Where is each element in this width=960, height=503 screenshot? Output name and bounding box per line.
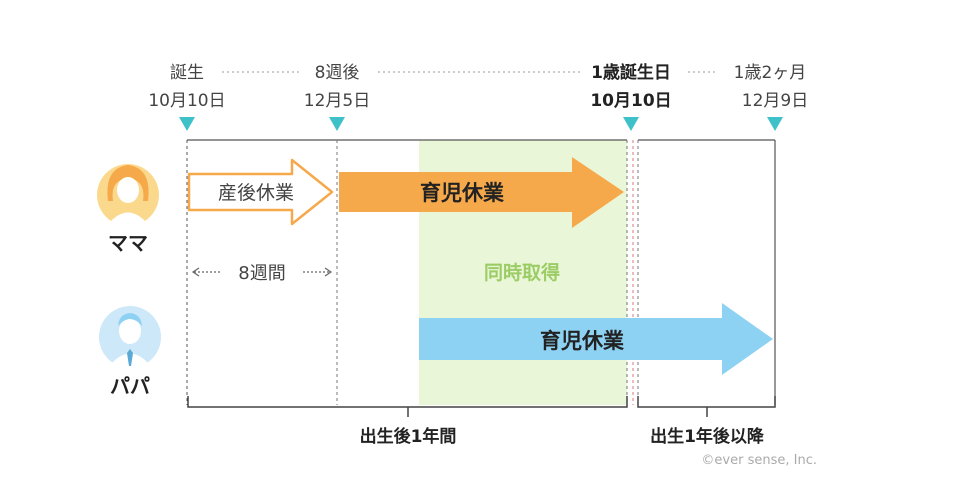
timeline-point-14months-label: 1歳2ヶ月 [734,63,807,83]
span-arrowhead-left [191,267,200,277]
period-after-label: 出生1年後以降 [650,426,765,447]
marker-1st-birthday [623,117,639,131]
papa-avatar [99,306,161,368]
mama-span-label: 8週間 [238,263,285,284]
timeline-point-1st-birthday-date: 10月10日 [590,91,671,111]
papa-label: パパ [110,374,150,398]
mama-postpartum-arrow [187,158,334,226]
timeline-point-birth-label: 誕生 [170,63,204,83]
mama-leave-arrow [339,157,624,228]
marker-8weeks [329,117,345,131]
period-first-year-label: 出生後1年間 [360,426,457,447]
marker-birth [179,117,195,131]
papa-leave-label: 育児休業 [540,329,625,353]
timeline-point-14months-date: 12月9日 [742,91,808,111]
mama-postpartum-label: 産後休業 [218,182,294,204]
mama-label: ママ [108,231,148,255]
span-arrowhead-right [324,267,333,277]
timeline-point-8weeks-date: 12月5日 [304,91,370,111]
timeline-point-birth-date: 10月10日 [148,91,225,111]
marker-14months [767,117,783,131]
overlap-label: 同時取得 [484,261,560,284]
copyright: ©ever sense, Inc. [701,453,817,468]
mama-leave-label: 育児休業 [420,181,505,205]
timeline-point-1st-birthday-label: 1歳誕生日 [591,62,671,83]
papa-leave-arrow [419,303,773,375]
period-bracket-after [637,396,776,408]
mama-avatar [97,164,159,227]
timeline-point-8weeks-label: 8週後 [315,63,360,83]
